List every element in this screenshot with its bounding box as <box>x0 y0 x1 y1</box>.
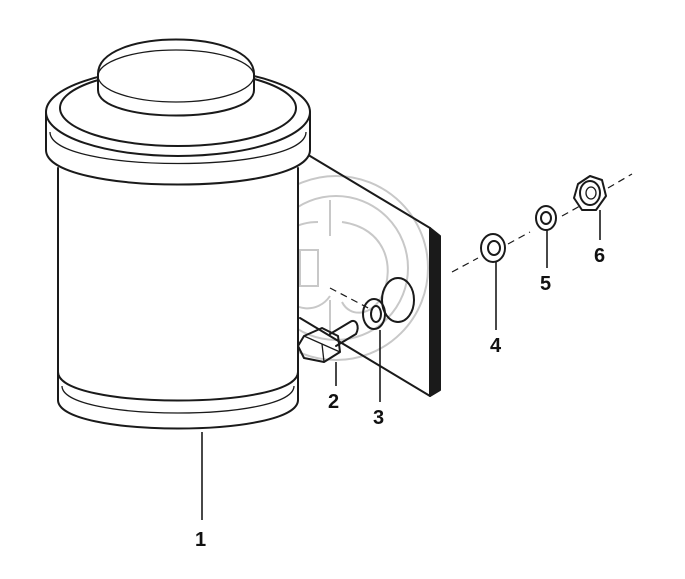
hex-bolt <box>297 320 359 363</box>
callout-6: 6 <box>594 245 605 267</box>
callout-1: 1 <box>195 529 206 551</box>
callout-2: 2 <box>328 391 339 413</box>
mounting-bracket <box>299 149 441 397</box>
lock-washer <box>535 205 557 231</box>
callout-4: 4 <box>490 335 502 357</box>
callout-3: 3 <box>373 407 384 429</box>
callout-5: 5 <box>540 273 551 295</box>
canister <box>45 33 311 430</box>
washer-small <box>362 298 386 330</box>
leader-lines <box>201 210 601 520</box>
hex-nut <box>573 175 607 211</box>
flat-washer <box>480 233 506 263</box>
